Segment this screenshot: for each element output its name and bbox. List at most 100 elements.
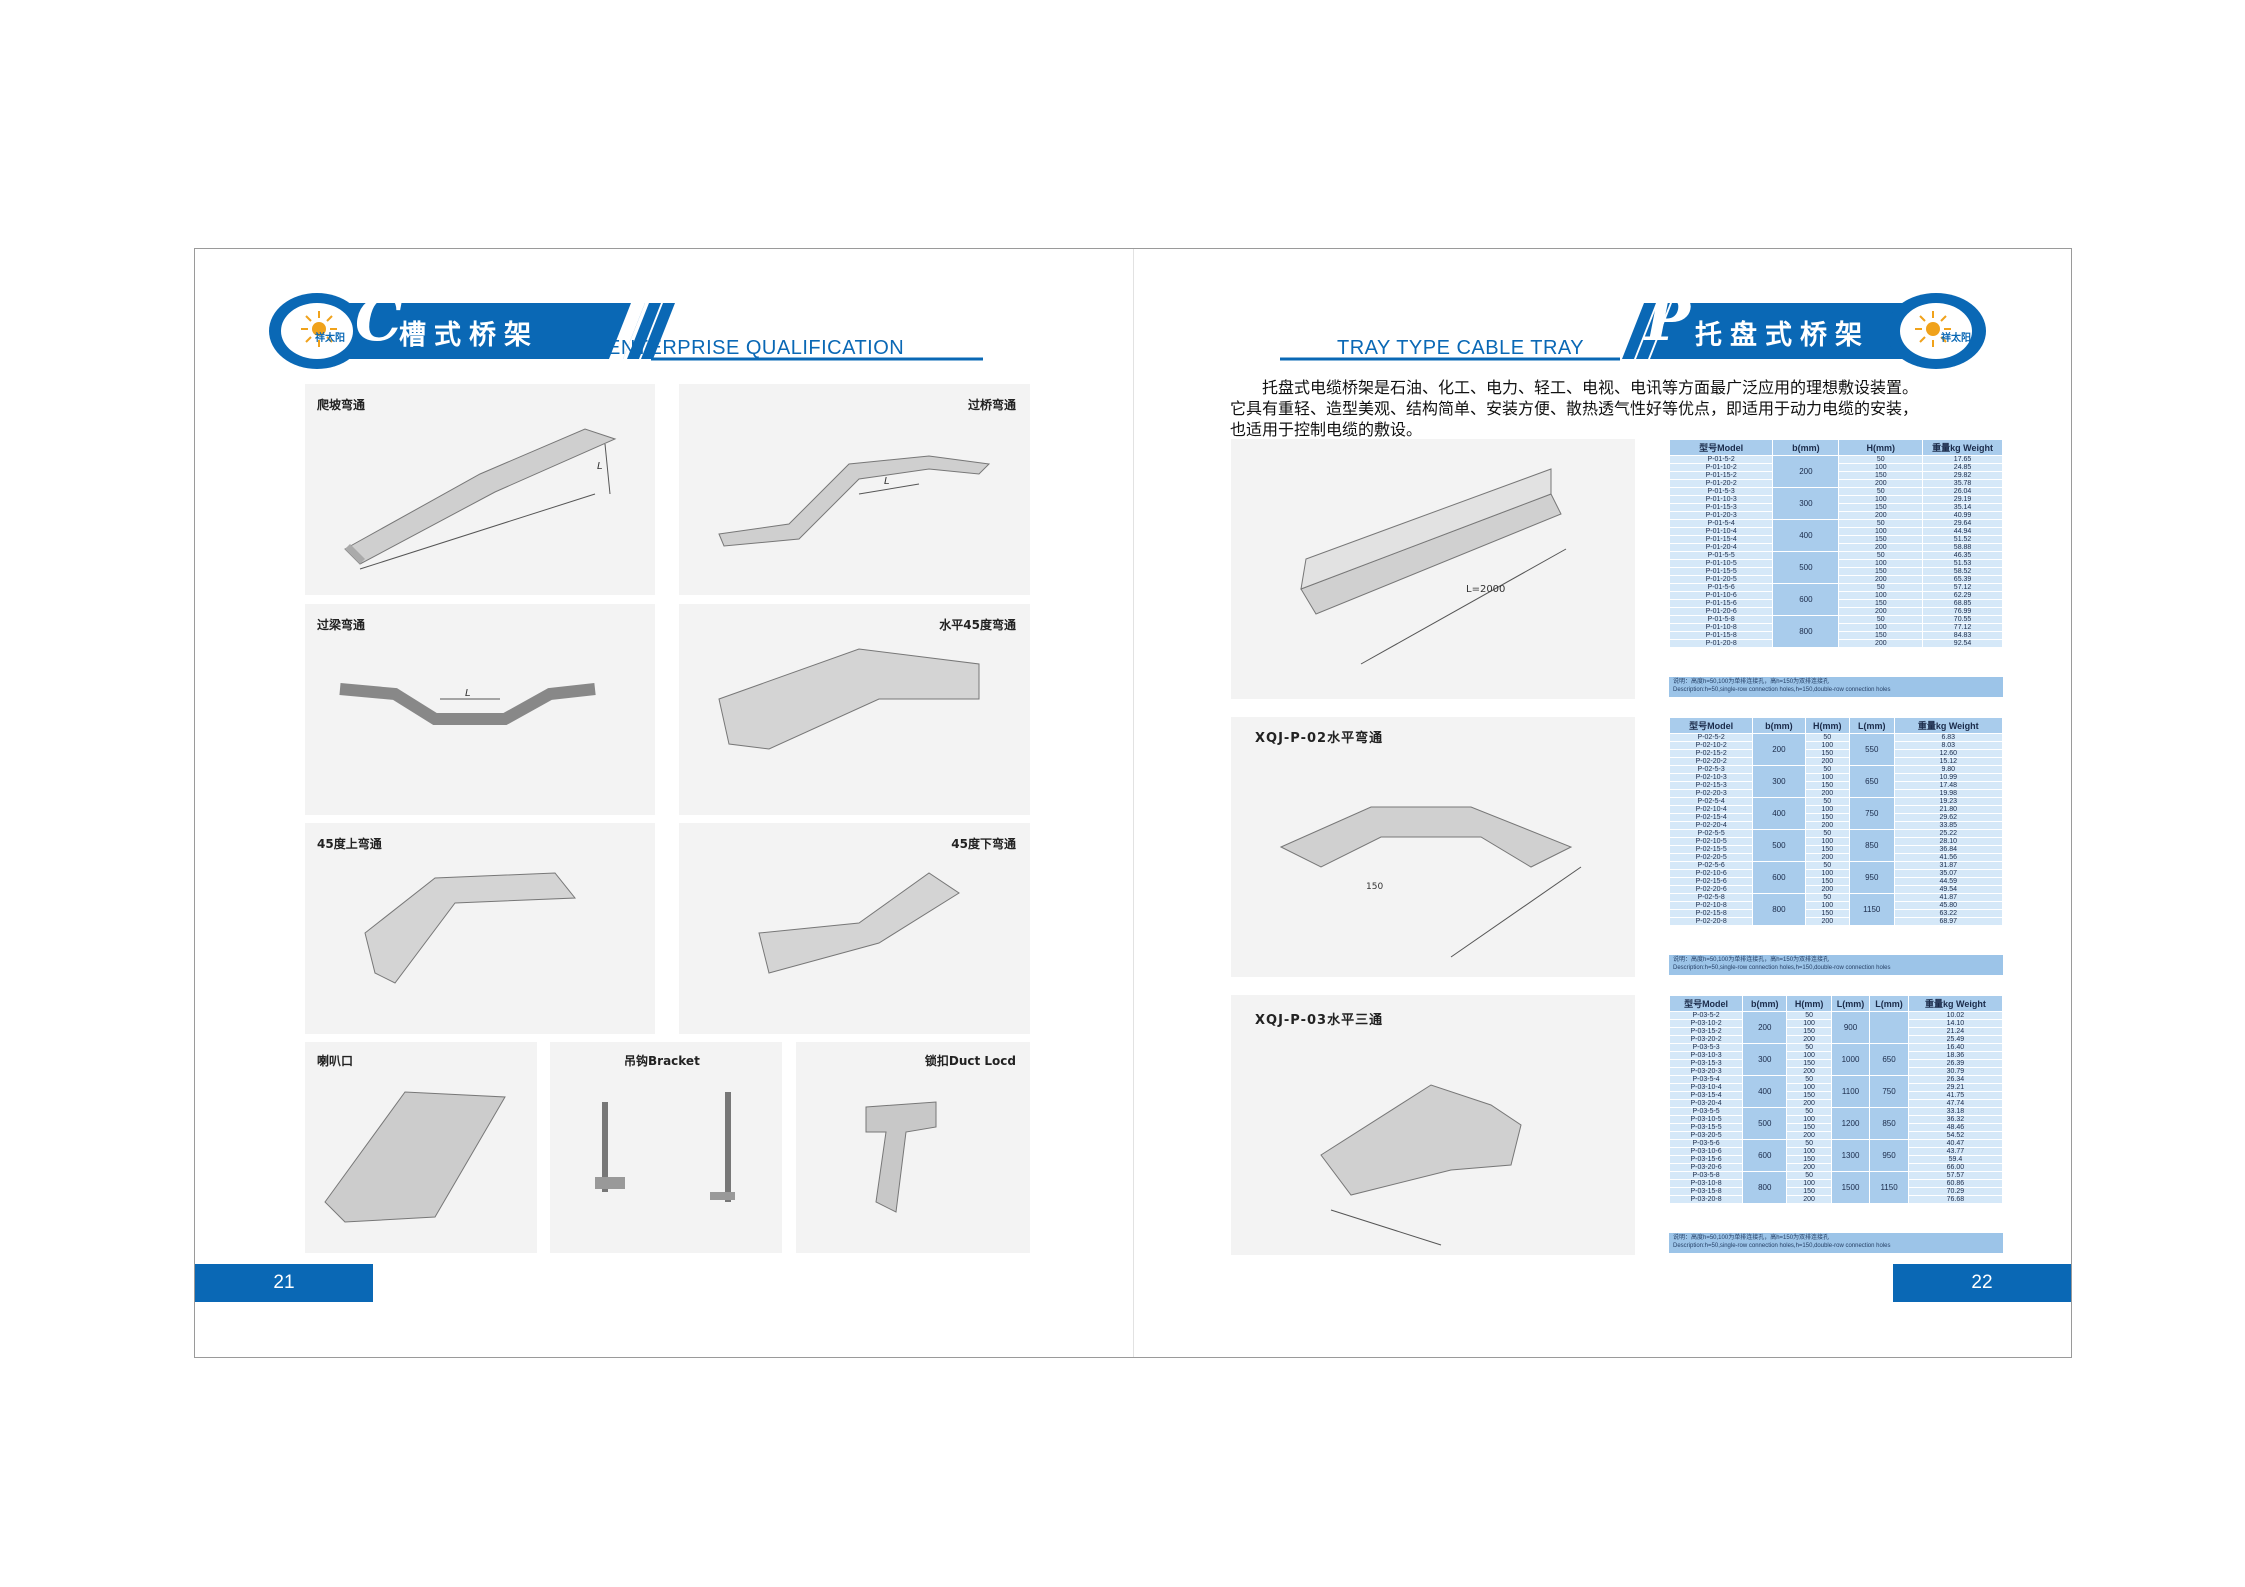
- left-logo-sun-icon: [301, 311, 337, 347]
- cell-weight: 51.52: [1922, 535, 2003, 544]
- cell-weight: 29.19: [1922, 495, 2003, 504]
- panel-label: 过桥弯通: [967, 398, 1016, 412]
- col-header: 型号Model: [1668, 995, 1744, 1012]
- table-note: 说明：高度h=50,100为单排连接孔，高h=150为双排连接孔 Descrip…: [1669, 1233, 2003, 1253]
- right-header-banner-shape: [1280, 293, 1986, 369]
- cell-weight: 44.94: [1922, 527, 2003, 536]
- cell-length: 950: [1849, 861, 1895, 894]
- cell-height: 50: [1786, 1043, 1832, 1052]
- cell-weight: 57.12: [1922, 583, 2003, 592]
- cell-weight: 25.49: [1907, 1035, 2004, 1044]
- table-note: 说明：高度h=50,100为单排连接孔，高h=150为双排连接孔 Descrip…: [1669, 677, 2003, 697]
- intro-line: 它具有重轻、造型美观、结构简单、安装方便、散热透气性好等优点，即适用于动力电缆的…: [1230, 399, 1919, 418]
- cell-width: 300: [1742, 1043, 1788, 1076]
- spec-table-tray: 型号Model b(mm) H(mm) 重量kg Weight P-01-5-2…: [1668, 439, 2003, 648]
- cell-height: 200: [1786, 1163, 1832, 1172]
- cell-length: 750: [1849, 797, 1895, 830]
- cell-length-2: 750: [1869, 1075, 1909, 1108]
- cell-height: 150: [1804, 877, 1851, 886]
- dim-corner-label: 150: [1366, 882, 1384, 892]
- cell-weight: 48.46: [1907, 1123, 2004, 1132]
- cell-model: P-02-10-2: [1668, 741, 1754, 750]
- cell-width: 400: [1752, 797, 1806, 830]
- cell-model: P-01-5-6: [1668, 583, 1774, 592]
- cell-width: 800: [1742, 1171, 1788, 1204]
- cell-model: P-01-10-2: [1668, 463, 1774, 472]
- panel-horizontal-45-bend: 水平45度弯通: [679, 604, 1030, 815]
- right-logo-text: 祥太阳: [1941, 333, 1971, 344]
- cell-model: P-01-15-2: [1668, 471, 1774, 480]
- cell-height: 150: [1786, 1187, 1832, 1196]
- cell-height: 200: [1838, 543, 1924, 552]
- cell-height: 100: [1786, 1019, 1832, 1028]
- left-title-cn: 槽式桥架: [399, 320, 539, 351]
- cell-width: 300: [1772, 487, 1840, 520]
- cell-weight: 31.87: [1893, 861, 2003, 870]
- cell-weight: 54.52: [1907, 1131, 2004, 1140]
- cell-model: P-03-20-2: [1668, 1035, 1744, 1044]
- cell-height: 200: [1838, 607, 1924, 616]
- cell-model: P-01-10-8: [1668, 623, 1774, 632]
- col-header: H(mm): [1838, 439, 1924, 456]
- cell-height: 150: [1804, 909, 1851, 918]
- cell-model: P-03-10-4: [1668, 1083, 1744, 1092]
- cell-model: P-02-15-2: [1668, 749, 1754, 758]
- cell-weight: 63.22: [1893, 909, 2003, 918]
- cell-height: 150: [1804, 749, 1851, 758]
- cell-model: P-01-20-8: [1668, 639, 1774, 648]
- cell-model: P-01-20-5: [1668, 575, 1774, 584]
- cell-height: 50: [1838, 455, 1924, 464]
- cell-model: P-02-20-8: [1668, 917, 1754, 926]
- panel-bracket: 吊钩Bracket: [550, 1042, 782, 1253]
- cell-length: 650: [1849, 765, 1895, 798]
- cell-model: P-03-15-8: [1668, 1187, 1744, 1196]
- cell-weight: 76.99: [1922, 607, 2003, 616]
- cell-model: P-01-15-3: [1668, 503, 1774, 512]
- cell-weight: 10.99: [1893, 773, 2003, 782]
- table-note-en: Description:h=50,single-row connection h…: [1673, 1243, 1891, 1249]
- cell-width: 800: [1752, 893, 1806, 926]
- cell-weight: 41.75: [1907, 1091, 2004, 1100]
- cell-weight: 43.77: [1907, 1147, 2004, 1156]
- table-note-cn: 说明：高度h=50,100为单排连接孔，高h=150为双排连接孔: [1673, 957, 1830, 963]
- panel-label: 爬坡弯通: [317, 398, 366, 412]
- cell-width: 200: [1752, 733, 1806, 766]
- cell-weight: 30.79: [1907, 1067, 2004, 1076]
- cell-model: P-02-20-3: [1668, 789, 1754, 798]
- cell-weight: 26.39: [1907, 1059, 2004, 1068]
- intro-line: 托盘式电缆桥架是石油、化工、电力、轻工、电视、电讯等方面最广泛应用的理想敷设装置…: [1262, 378, 1919, 397]
- cell-model: P-03-20-5: [1668, 1131, 1744, 1140]
- cell-weight: 36.84: [1893, 845, 2003, 854]
- cell-weight: 76.68: [1907, 1195, 2004, 1204]
- cell-model: P-01-5-2: [1668, 455, 1774, 464]
- cell-model: P-03-5-2: [1668, 1011, 1744, 1020]
- col-header: L(mm): [1849, 717, 1895, 734]
- cell-model: P-03-5-4: [1668, 1075, 1744, 1084]
- panel-label: 45度下弯通: [951, 837, 1016, 851]
- table-note: 说明：高度h=50,100为单排连接孔，高h=150为双排连接孔 Descrip…: [1669, 955, 2003, 975]
- cell-weight: 57.57: [1907, 1171, 2004, 1180]
- cell-weight: 33.85: [1893, 821, 2003, 830]
- col-header: b(mm): [1752, 717, 1806, 734]
- cell-model: P-03-5-6: [1668, 1139, 1744, 1148]
- cell-weight: 26.04: [1922, 487, 2003, 496]
- cell-width: 600: [1742, 1139, 1788, 1172]
- right-title-letter: P: [1645, 285, 1691, 355]
- cell-height: 200: [1786, 1195, 1832, 1204]
- cell-length-1: 1100: [1830, 1075, 1871, 1108]
- svg-text:L: L: [884, 476, 890, 487]
- cell-model: P-03-10-5: [1668, 1115, 1744, 1124]
- cell-height: 150: [1786, 1091, 1832, 1100]
